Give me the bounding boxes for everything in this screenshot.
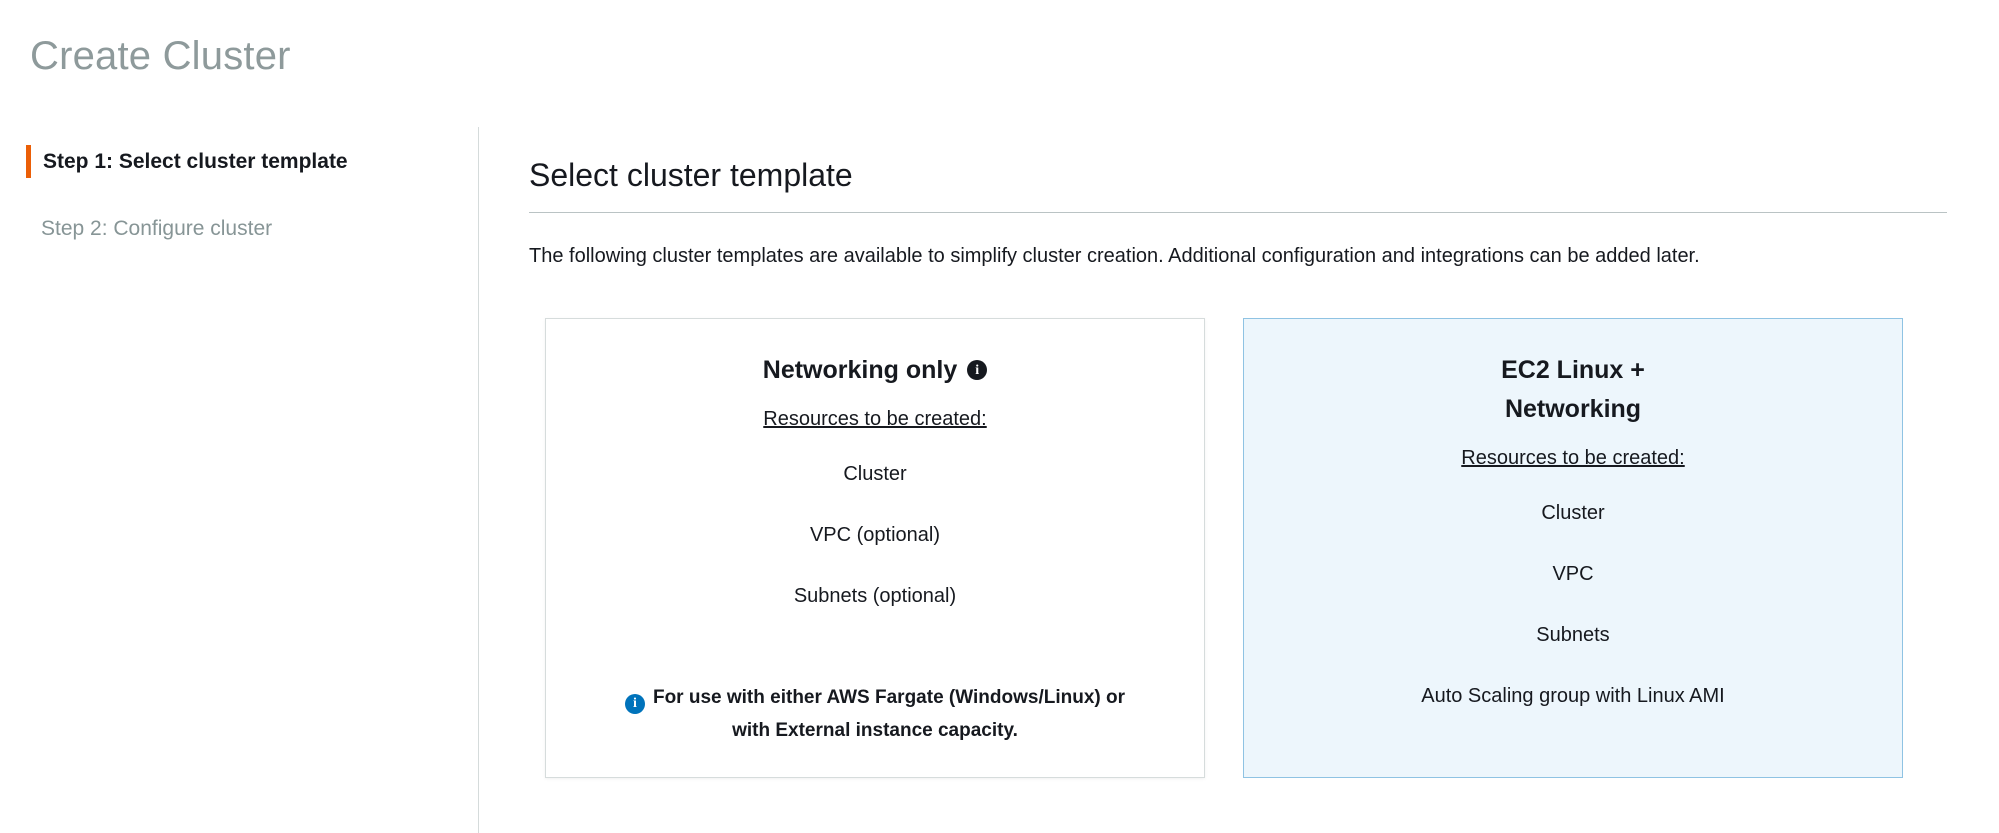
card-note: i For use with either AWS Fargate (Window… <box>605 662 1145 747</box>
resources-label: Resources to be created: <box>1461 446 1685 469</box>
section-heading: Select cluster template <box>529 157 853 193</box>
page-title: Create Cluster <box>30 34 291 78</box>
template-cards: Networking only i Resources to be create… <box>545 318 1947 778</box>
resource-item: Auto Scaling group with Linux AMI <box>1421 684 1725 707</box>
step-2-configure-cluster[interactable]: Step 2: Configure cluster <box>26 212 478 245</box>
template-card-networking-only[interactable]: Networking only i Resources to be create… <box>545 318 1205 778</box>
card-title-networking-only: Networking only i <box>762 351 988 390</box>
resources-label: Resources to be created: <box>763 407 987 430</box>
info-icon[interactable]: i <box>967 360 988 381</box>
resource-item: Cluster <box>843 462 907 485</box>
step-1-label: Step 1: Select cluster template <box>43 150 348 173</box>
section-description: The following cluster templates are avai… <box>529 245 1700 267</box>
card-note-text: For use with either AWS Fargate (Windows… <box>652 687 1126 741</box>
resource-item: Cluster <box>1541 501 1605 524</box>
info-icon: i <box>624 694 645 715</box>
main-panel: Select cluster template The following cl… <box>478 127 1999 833</box>
heading-divider <box>529 212 1947 213</box>
resource-item: Subnets (optional) <box>793 584 957 607</box>
card-title-text: Networking only <box>762 356 958 384</box>
template-card-ec2-linux-networking[interactable]: EC2 Linux + Networking Resources to be c… <box>1243 318 1903 778</box>
resource-item: Subnets <box>1536 623 1610 646</box>
card-title-ec2-linux-networking: EC2 Linux + Networking <box>1501 356 1645 423</box>
resource-item: VPC (optional) <box>809 523 941 546</box>
content-row: Step 1: Select cluster template Step 2: … <box>0 127 1999 833</box>
resource-item: VPC <box>1552 562 1594 585</box>
wizard-steps: Step 1: Select cluster template Step 2: … <box>0 127 478 833</box>
step-1-select-cluster-template[interactable]: Step 1: Select cluster template <box>26 145 478 179</box>
step-2-label: Step 2: Configure cluster <box>41 217 273 241</box>
